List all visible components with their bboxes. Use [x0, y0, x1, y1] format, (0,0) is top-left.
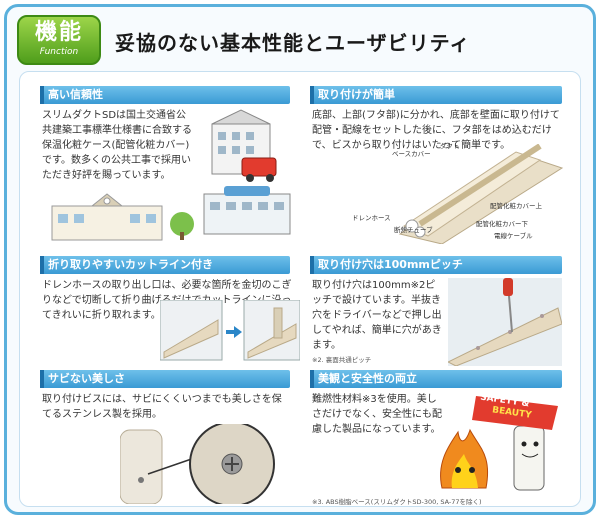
label-insulation-tube: 断熱チューブ — [394, 226, 433, 234]
feature-panel: 機能 Function 妥協のない基本性能とユーザビリティ 高い信頼性 スリムダ… — [4, 4, 596, 515]
function-badge: 機能 Function — [17, 15, 101, 65]
section-title-cutline: 折り取りやすいカットライン付き — [40, 256, 290, 274]
label-cover-top: 配管化粧カバー上 — [490, 202, 542, 210]
label-duct: ダクト — [440, 142, 460, 150]
section-title-durability: 高い信頼性 — [40, 86, 290, 104]
label-base-cover: ベースカバー — [392, 150, 431, 158]
section-body-durability: スリムダクトSDは国土交通省公共建築工事標準仕様書に合致する保温化粧ケース(配管… — [42, 110, 192, 181]
badge-subtitle: Function — [39, 47, 79, 57]
safety-note: ※3. ABS樹脂ベース(スリムダクトSD-300, SA-77を除く) — [312, 498, 482, 506]
badge-title: 機能 — [34, 20, 83, 45]
label-cover-bottom: 配管化粧カバー下 — [476, 220, 528, 228]
section-title-safety: 美観と安全性の両立 — [310, 370, 562, 388]
duct-illustration — [398, 144, 564, 244]
cutline-illustration — [160, 300, 300, 361]
section-title-install: 取り付けが簡単 — [310, 86, 562, 104]
buildings-illustration — [203, 109, 291, 235]
school-illustration — [51, 193, 194, 241]
section-body-safety: 難燃性材料※3を使用。美しさだけでなく、安全性にも配慮した製品になっています。 — [312, 394, 442, 435]
section-title-pitch: 取り付け穴は100mmピッチ — [310, 256, 562, 274]
label-cable: 電線ケーブル — [494, 232, 533, 240]
section-body-install: 底部、上部(フタ部)に分かれ、底部を壁面に取り付けて配管・配線をセットした後に、… — [312, 110, 560, 151]
screw-illustration — [120, 424, 275, 504]
page-title: 妥協のない基本性能とユーザビリティ — [115, 31, 471, 55]
mascot-illustration — [440, 396, 558, 491]
label-drain-hose: ドレンホース — [352, 214, 391, 222]
content-area: 高い信頼性 スリムダクトSDは国土交通省公共建築工事標準仕様書に合致する保温化粧… — [19, 71, 581, 507]
section-body-pitch: 取り付け穴は100mm※2ピッチで設けています。半抜き穴をドライバーなどで押し出… — [312, 280, 442, 351]
section-body-rust: 取り付けビスには、サビにくくいつまでも美しさを保てるステンレス製を採用。 — [42, 394, 282, 420]
section-title-rust: サビない美しさ — [40, 370, 290, 388]
screwdriver-illustration — [448, 278, 562, 366]
pitch-note: ※2. 裏面共通ピッチ — [312, 356, 372, 364]
